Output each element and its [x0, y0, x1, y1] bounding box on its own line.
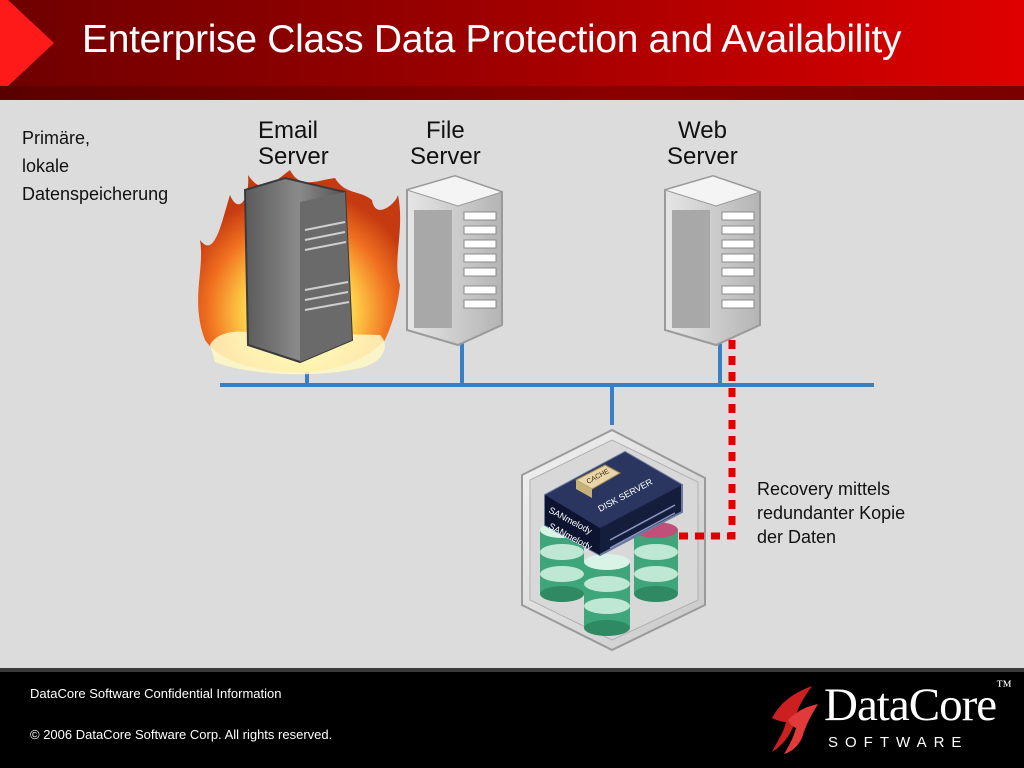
email-server-label-1: Email	[258, 117, 319, 144]
file-server-label-2: Server	[410, 143, 481, 170]
email-server-icon	[243, 176, 354, 364]
datacore-logo: DataCore™ SOFTWARE	[766, 678, 1012, 758]
recovery-path	[672, 340, 736, 540]
recovery-label-2: redundanter Kopie	[757, 503, 906, 523]
file-server-icon	[405, 174, 504, 347]
primary-storage-label-3: Datenspeicherung	[22, 184, 169, 204]
primary-storage-label-1: Primäre,	[22, 128, 91, 148]
logo-subtitle: SOFTWARE	[828, 734, 969, 751]
recovery-label-1: Recovery mittels	[757, 479, 891, 499]
recovery-label-3: der Daten	[757, 527, 837, 547]
copyright-notice: © 2006 DataCore Software Corp. All right…	[30, 727, 333, 742]
title-bar-underline	[0, 86, 1024, 100]
network-diagram: CACHE DISK SERVER SANmelody SANmelody	[198, 170, 874, 652]
title-bar	[0, 0, 1024, 100]
web-server-label-1: Web	[678, 117, 727, 144]
primary-storage-label-2: lokale	[22, 156, 70, 176]
disk-server-icon	[544, 450, 683, 557]
email-server-label-2: Server	[258, 143, 329, 170]
web-server-label-2: Server	[667, 143, 738, 170]
title-arrow-icon	[0, 0, 54, 86]
footer-bar	[0, 668, 1024, 768]
confidential-notice: DataCore Software Confidential Informati…	[30, 686, 282, 701]
file-server-label-1: File	[426, 117, 465, 144]
footer-divider	[0, 668, 1024, 672]
logo-wordmark: DataCore™	[824, 678, 1012, 731]
datacore-logo-mark-icon	[772, 686, 818, 754]
slide-title: Enterprise Class Data Protection and Ava…	[82, 18, 902, 61]
web-server-icon	[663, 174, 762, 347]
